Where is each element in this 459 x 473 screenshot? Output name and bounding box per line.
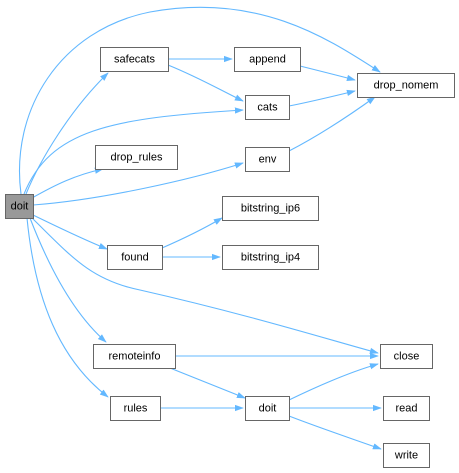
node-label: bitstring_ip4 — [241, 252, 300, 264]
node-safecats[interactable]: safecats — [100, 47, 169, 72]
edge-doit_root-to-cats — [23, 107, 244, 195]
edge-doit_root-to-env — [32, 162, 244, 206]
node-env[interactable]: env — [245, 147, 290, 172]
node-label: remoteinfo — [109, 351, 161, 363]
node-label: found — [121, 252, 149, 264]
node-label: write — [394, 450, 418, 462]
edge-found-to-bitstring_ip6 — [161, 217, 223, 249]
node-remoteinfo[interactable]: remoteinfo — [93, 344, 176, 369]
edge-doit_root-to-remoteinfo — [29, 217, 107, 343]
node-box — [245, 396, 290, 421]
node-label: env — [259, 154, 277, 166]
node-bitstring-ip6[interactable]: bitstring_ip6 — [222, 196, 319, 221]
node-box — [383, 443, 430, 468]
edge-doit_root-to-rules — [26, 217, 109, 398]
node-bitstring-ip4[interactable]: bitstring_ip4 — [222, 245, 319, 270]
node-cats[interactable]: cats — [245, 95, 290, 120]
node-label: rules — [124, 403, 148, 415]
edges-layer — [19, 6, 382, 450]
edge-safecats-to-cats — [167, 64, 244, 102]
node-label: drop_rules — [111, 152, 163, 164]
edge-doit_inner-to-close — [288, 363, 379, 401]
node-found[interactable]: found — [107, 245, 163, 270]
node-box — [234, 47, 301, 72]
edge-doit_root-to-safecats — [25, 72, 109, 195]
node-box — [357, 73, 455, 98]
node-label: read — [395, 403, 417, 415]
node-box — [245, 95, 290, 120]
edge-append-to-drop_nomem — [299, 65, 356, 81]
node-box — [380, 344, 433, 369]
node-doit-root[interactable]: doit — [5, 194, 34, 219]
edge-doit_root-to-drop_rules — [31, 167, 104, 199]
edge-cats-to-drop_nomem — [288, 89, 356, 107]
node-box — [110, 396, 161, 421]
node-label: close — [394, 351, 420, 363]
node-label: cats — [257, 102, 278, 114]
node-box — [95, 145, 178, 170]
node-label: doit — [11, 201, 29, 213]
node-drop-nomem[interactable]: drop_nomem — [357, 73, 455, 98]
node-append[interactable]: append — [234, 47, 301, 72]
edge-doit_inner-to-write — [288, 415, 382, 450]
edge-doit_root-to-found — [32, 214, 108, 250]
edge-env-to-drop_nomem — [288, 96, 376, 152]
node-box — [383, 396, 430, 421]
node-doit-inner[interactable]: doit — [245, 396, 290, 421]
node-label: append — [249, 54, 286, 66]
node-read[interactable]: read — [383, 396, 430, 421]
node-label: safecats — [114, 54, 155, 66]
node-box — [222, 196, 319, 221]
edge-doit_root-to-close — [31, 217, 379, 354]
node-label: bitstring_ip6 — [241, 203, 300, 215]
node-write[interactable]: write — [383, 443, 430, 468]
node-box — [222, 245, 319, 270]
node-close[interactable]: close — [380, 344, 433, 369]
node-box — [107, 245, 163, 270]
node-rules[interactable]: rules — [110, 396, 161, 421]
node-box — [93, 344, 176, 369]
edge-remoteinfo-to-doit_inner — [169, 367, 246, 399]
edge-doit_root-to-drop_nomem — [19, 6, 381, 195]
node-label: doit — [259, 403, 277, 415]
node-label: drop_nomem — [374, 80, 439, 92]
node-box — [5, 194, 34, 219]
node-box — [100, 47, 169, 72]
node-drop-rules[interactable]: drop_rules — [95, 145, 178, 170]
node-box — [245, 147, 290, 172]
